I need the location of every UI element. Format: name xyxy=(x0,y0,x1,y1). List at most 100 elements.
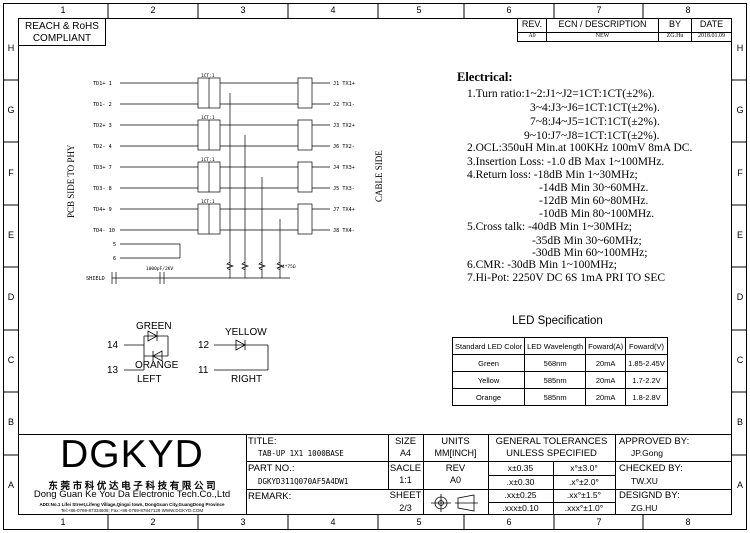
left-pin-labels: TD1+ 1 TD1- 2 TD2+ 3 TD2- 4 TD3+ 7 TD3- … xyxy=(93,81,116,262)
title-label: TITLE: xyxy=(248,436,277,447)
date-value: 2018.01.09 xyxy=(698,33,725,39)
zone-row: A xyxy=(7,480,14,490)
size-value: A4 xyxy=(399,448,411,458)
divider xyxy=(615,489,732,490)
spec-line: 2.OCL:350uH Min.at 100KHz 100mV 8mA DC. xyxy=(467,142,693,154)
led-green-label: GREEN xyxy=(136,321,172,332)
divider xyxy=(488,502,615,503)
table-row: Green 568nm 20mA 1.85-2.45V xyxy=(451,354,668,372)
title-value: TAB-UP 1X1 1000BASE xyxy=(258,449,344,458)
zone-row: C xyxy=(736,355,744,365)
tolerance-title-2: UNLESS SPECIFIED xyxy=(506,448,597,459)
company-name-cn: 东 莞 市 科 优 达 电 子 科 技 有 限 公 司 xyxy=(48,481,216,492)
zone-col: 6 xyxy=(506,5,512,15)
rev-label: REV xyxy=(445,463,466,474)
units-value: MM[INCH] xyxy=(434,448,477,458)
pin-label: TD4- 10 xyxy=(93,228,115,234)
capacitor-label: 1000pF/2KV xyxy=(146,266,173,272)
ecn-value: NEW xyxy=(595,33,610,39)
table-cell: 20mA xyxy=(585,354,627,372)
pin-label: TD2+ 3 xyxy=(93,123,112,129)
zone-col: 7 xyxy=(596,5,602,15)
zone-col: 1 xyxy=(60,5,66,15)
tolerance-linear: x±0.35 xyxy=(507,463,534,473)
led-left-caption: LEFT xyxy=(137,374,162,385)
zone-row: D xyxy=(736,292,744,302)
divider xyxy=(423,434,424,515)
zone-row: B xyxy=(736,417,743,427)
compliance-box: REACH & RoHS COMPLIANT xyxy=(18,18,106,46)
led-right-caption: RIGHT xyxy=(231,374,263,385)
tolerance-linear: .x±0.30 xyxy=(506,477,535,487)
zone-row: G xyxy=(736,105,744,115)
tolerance-linear: .xx±0.25 xyxy=(504,490,537,500)
ratio-label: 1CT:1 xyxy=(201,157,215,163)
spec-line: -10dB Min 80~100MHz. xyxy=(539,208,655,220)
rev-value: A0 xyxy=(528,33,536,39)
tolerance-title-1: GENERAL TOLERANCES xyxy=(495,436,608,447)
units-label: UNITS xyxy=(441,436,470,447)
zone-col: 4 xyxy=(330,517,336,527)
pcb-side-label: PCB SIDE TO PHY xyxy=(66,144,76,218)
designed-label: DESIGND BY: xyxy=(619,490,680,501)
zone-col: 7 xyxy=(596,517,602,527)
zone-col: 2 xyxy=(150,5,156,15)
table-cell: 20mA xyxy=(585,388,627,406)
scale-value: 1:1 xyxy=(399,475,412,485)
zone-col: 3 xyxy=(240,5,246,15)
divider xyxy=(246,461,615,462)
zone-col: 3 xyxy=(240,517,246,527)
divider xyxy=(615,461,732,462)
pin-label: TD3+ 7 xyxy=(93,165,112,171)
zone-row: F xyxy=(8,168,14,178)
ecn-header: ECN / DESCRIPTION xyxy=(558,19,647,29)
divider xyxy=(488,434,489,515)
pin-label: J2 TX1- xyxy=(333,102,355,108)
date-header: DATE xyxy=(699,19,724,29)
led-right-pin-12: 12 xyxy=(198,340,210,351)
zone-row: E xyxy=(7,230,14,240)
rev-header: REV. xyxy=(521,19,543,29)
resistor-label: 4*75Ω xyxy=(282,264,296,270)
pin-label: J8 TX4- xyxy=(333,228,355,234)
pin-label: J7 TX4+ xyxy=(333,207,355,213)
zone-row: H xyxy=(736,43,744,53)
approved-label: APPROVED BY: xyxy=(619,436,690,447)
company-name-en: Dong Guan Ke You Da Electronic Tech.Co.,… xyxy=(33,489,231,500)
zone-col: 8 xyxy=(685,517,691,527)
table-row: Yellow 585nm 20mA 1.7-2.2V xyxy=(451,371,668,389)
projection-symbol-icon xyxy=(431,494,478,512)
zone-col: 4 xyxy=(330,5,336,15)
compliance-line1: REACH & RoHS xyxy=(25,21,99,32)
zone-row: C xyxy=(7,355,15,365)
pin-label: 5 xyxy=(113,242,116,248)
zone-col: 2 xyxy=(150,517,156,527)
scale-label: SACLE xyxy=(389,463,422,474)
tolerance-angular: x°±3.0° xyxy=(570,463,598,473)
part-value: DGKYD311Q070AF5A4DW1 xyxy=(258,477,349,486)
company-logo: DGKYD xyxy=(60,433,204,476)
led-left-pin-14: 14 xyxy=(107,340,119,351)
part-label: PART NO.: xyxy=(248,463,295,474)
tolerance-angular: .x°±2.0° xyxy=(569,477,599,487)
spec-line: 4.Return loss: -18dB Min 1~30MHz; xyxy=(467,169,638,181)
divider xyxy=(246,434,247,515)
company-address: ADD:No.1 Lifei Street,Lifeng Village,Qin… xyxy=(39,502,225,507)
zone-col: 5 xyxy=(416,5,422,15)
pin-label: J1 TX1+ xyxy=(333,81,355,87)
spec-line: -30dB Min 60~100MHz; xyxy=(532,247,648,259)
ratio-label: 1CT:1 xyxy=(201,199,215,205)
checked-value: TW.XU xyxy=(631,476,658,486)
pin-label: TD1- 2 xyxy=(93,102,112,108)
table-row: Orange 585nm 20mA 1.8-2.8V xyxy=(451,388,668,406)
led-spec-table: Standard LED Color LED Wavelength Foward… xyxy=(451,337,668,406)
company-contact: Tel:+86-0769-87334608; Fax:+86-0769-8784… xyxy=(60,508,204,513)
date-cell xyxy=(691,32,732,42)
spec-line: 6.CMR: -30dB Min 1~100MHz; xyxy=(467,259,617,271)
spec-line: 5.Cross talk: -40dB Min 1~30MHz; xyxy=(467,221,632,233)
by-value: ZG.Hu xyxy=(666,33,684,39)
pin-label: 6 xyxy=(113,256,116,262)
pin-label: J6 TX2- xyxy=(333,144,355,150)
led-left-pin-13: 13 xyxy=(107,365,119,376)
